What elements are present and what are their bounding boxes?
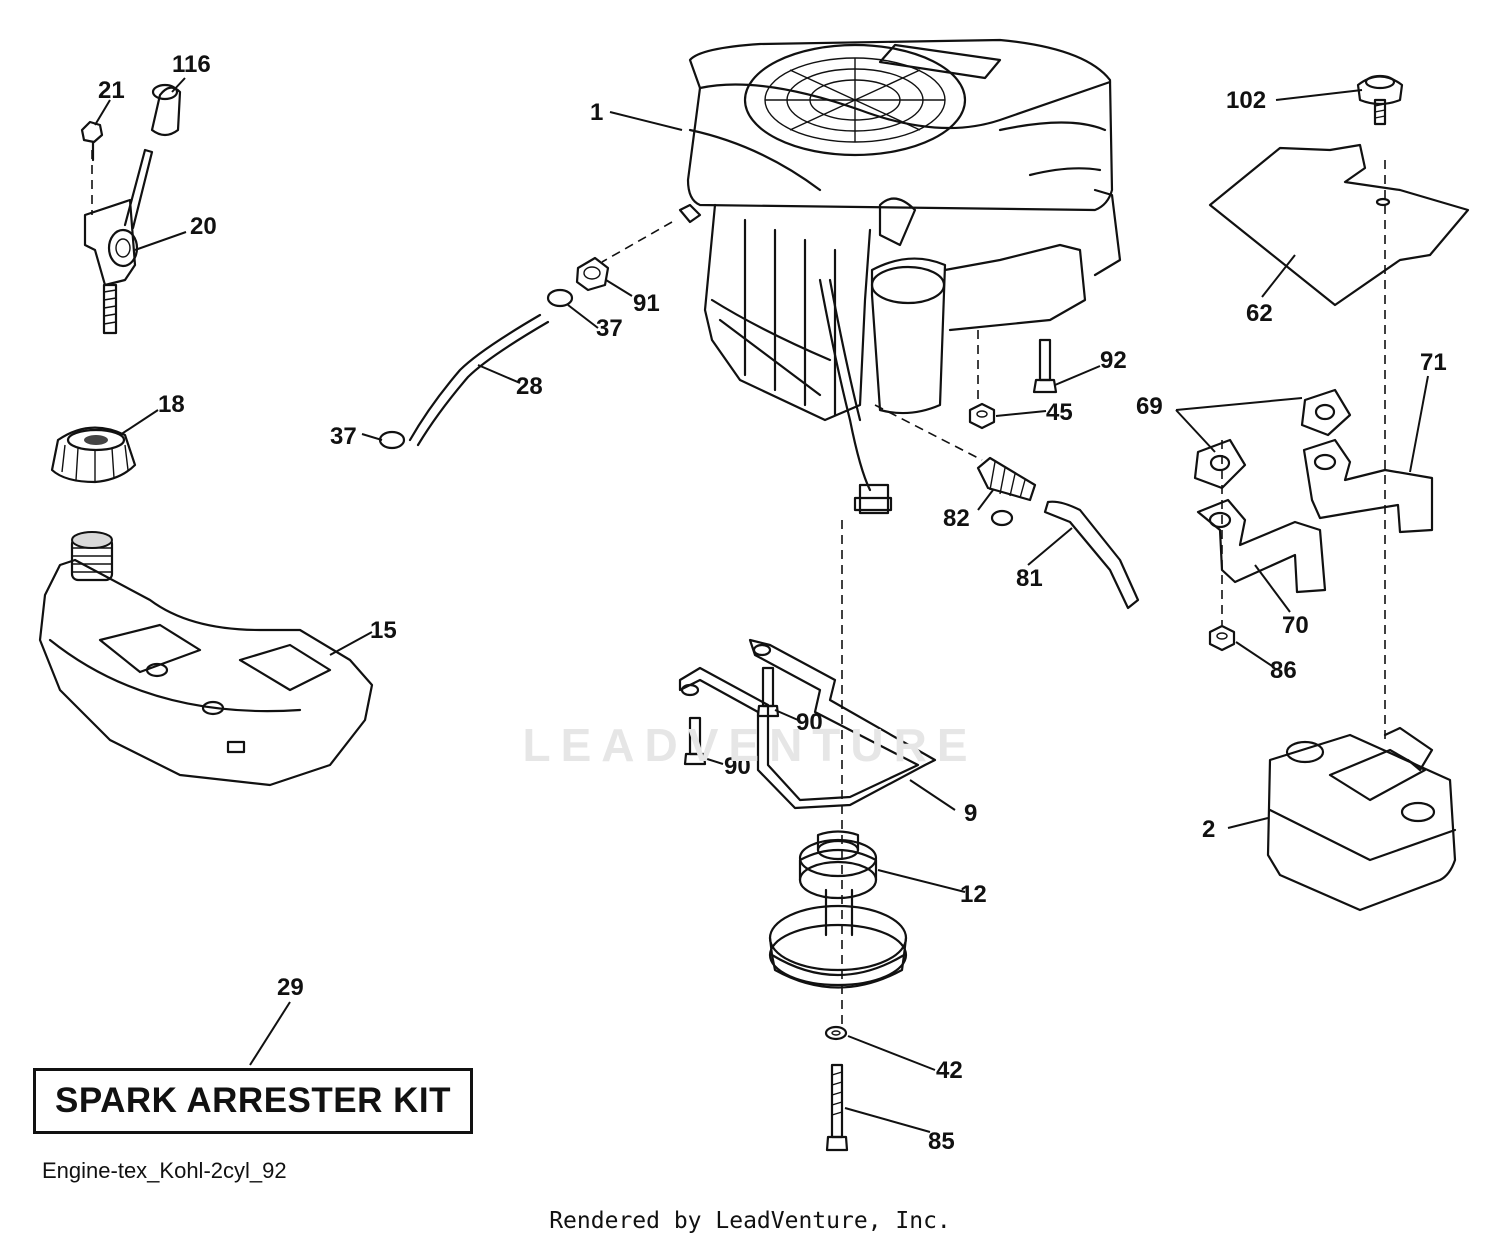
watermark: LEADVENTURE [522, 719, 978, 771]
callout-81: 81 [1016, 565, 1043, 592]
exhaust-pipe-part [1196, 438, 1434, 594]
spark-arrester-kit-label: SPARK ARRESTER KIT [55, 1081, 451, 1120]
callout-28: 28 [516, 373, 543, 400]
fuel-cap-part [50, 426, 137, 484]
bracket-part [678, 638, 937, 810]
callout-1: 1 [590, 99, 603, 126]
callout-45: 45 [1046, 399, 1073, 426]
leader-lines [94, 77, 1429, 1133]
diagram-id: Engine-tex_Kohl-2cyl_92 [42, 1158, 287, 1183]
callout-labels: 1 2 9 12 15 18 20 21 28 29 37 37 42 45 6… [98, 51, 1447, 1155]
callout-42: 42 [936, 1057, 963, 1084]
callout-37b: 37 [330, 423, 357, 450]
callout-69: 69 [1136, 393, 1163, 420]
fuel-filter-part [575, 256, 610, 292]
footer-credit: Rendered by LeadVenture, Inc. [549, 1208, 951, 1234]
callout-2: 2 [1202, 816, 1215, 843]
callout-9: 9 [964, 800, 977, 827]
oil-drain-hose-part [1043, 500, 1140, 610]
knob-part [1356, 74, 1404, 126]
callout-102: 102 [1226, 87, 1266, 114]
fuel-line-part [408, 313, 542, 442]
callout-21: 21 [98, 77, 125, 104]
throttle-control-part [80, 83, 182, 335]
callout-90a: 90 [796, 709, 823, 736]
bolt-part [1032, 338, 1058, 394]
callout-70: 70 [1282, 612, 1309, 639]
callout-116: 116 [172, 51, 211, 78]
dashed-line [601, 221, 673, 263]
callout-85: 85 [928, 1128, 955, 1155]
muffler-part [1266, 726, 1457, 912]
callout-82: 82 [943, 505, 970, 532]
pulley-part [768, 830, 908, 989]
bolt-part [683, 666, 780, 766]
callout-62: 62 [1246, 300, 1273, 327]
bolt-part [825, 1063, 849, 1152]
callout-20: 20 [190, 213, 217, 240]
dashed-line [874, 404, 983, 461]
washer-part [824, 1025, 848, 1041]
callout-92: 92 [1100, 347, 1127, 374]
spark-arrester-kit-box: SPARK ARRESTER KIT [33, 1068, 473, 1134]
callout-86: 86 [1270, 657, 1297, 684]
callout-29: 29 [277, 974, 304, 1001]
nut-part [1208, 624, 1236, 652]
oil-drain-valve-part [976, 456, 1037, 527]
callout-90b: 90 [724, 753, 751, 780]
gasket-part [1193, 388, 1352, 490]
nut-part [968, 402, 996, 430]
callout-12: 12 [960, 881, 987, 908]
callout-91: 91 [633, 290, 660, 317]
engine-part [678, 38, 1122, 515]
callout-37a: 37 [596, 315, 623, 342]
fuel-tank-part [38, 531, 374, 787]
callout-71: 71 [1420, 349, 1447, 376]
callout-15: 15 [370, 617, 397, 644]
callout-18: 18 [158, 391, 185, 418]
heat-shield-part [1208, 143, 1470, 307]
